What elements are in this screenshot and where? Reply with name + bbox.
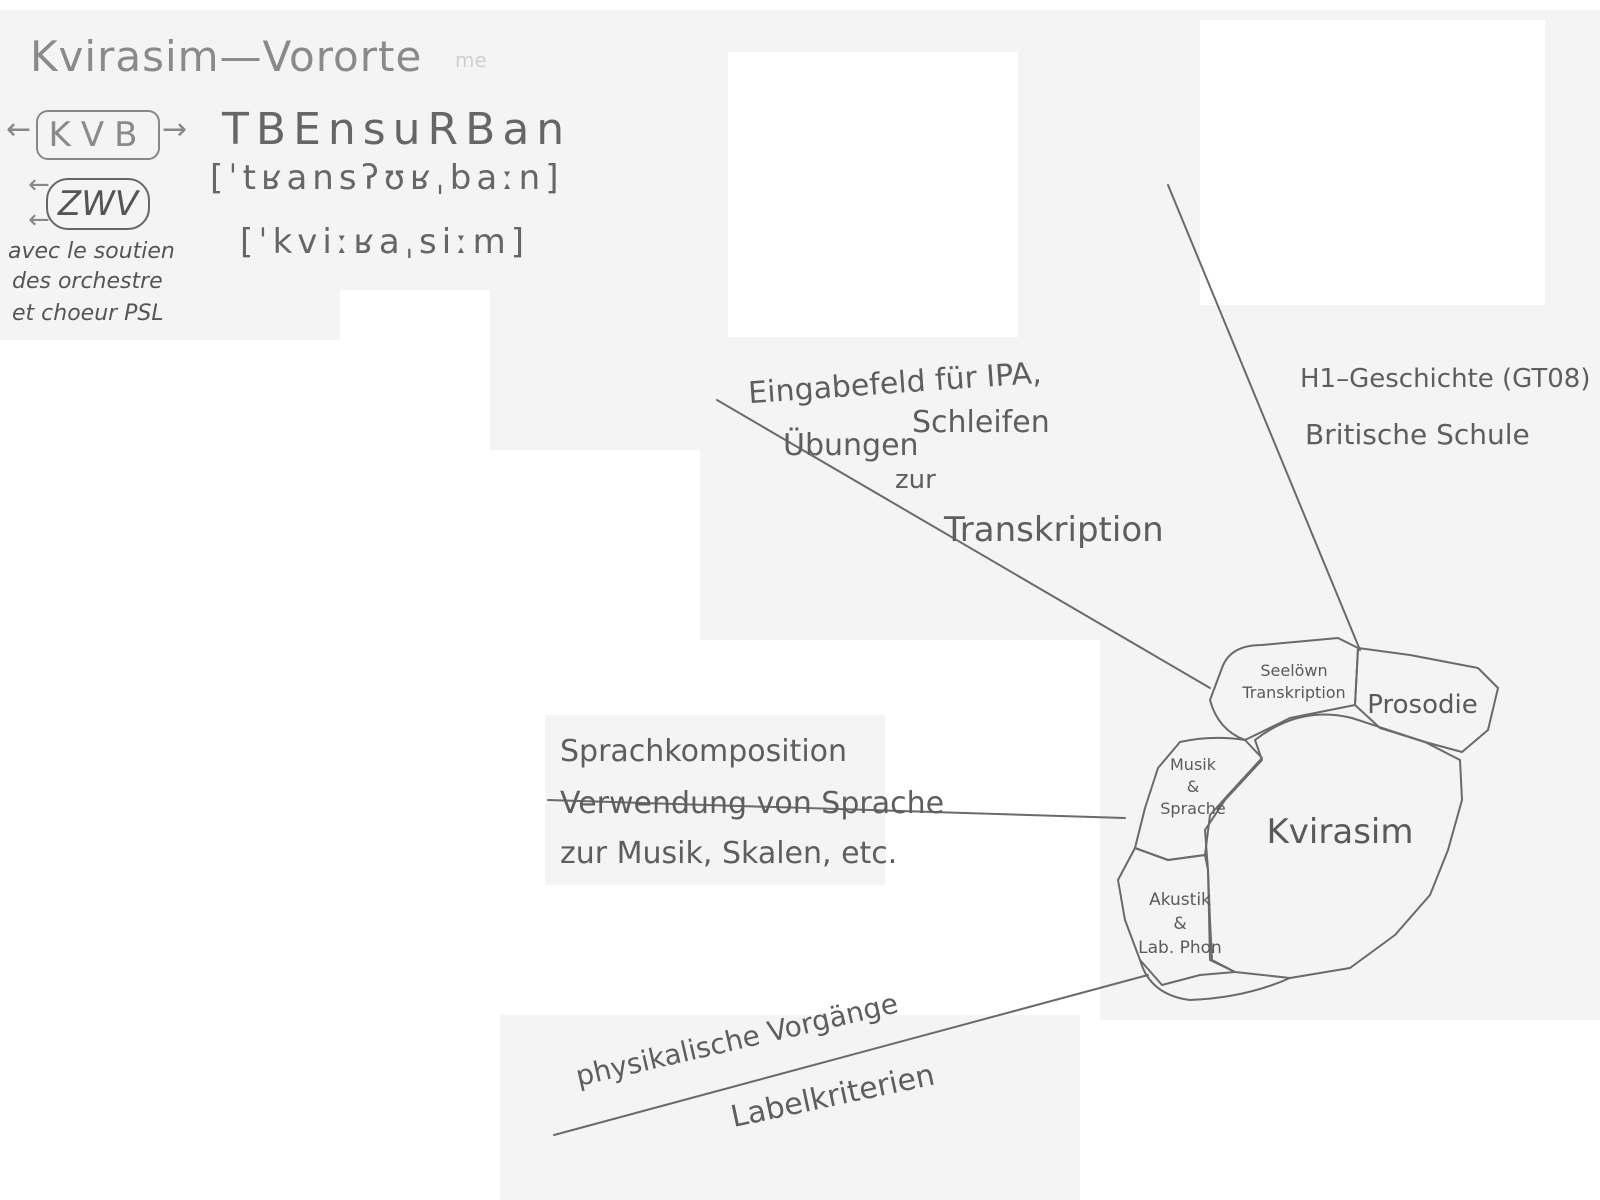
paper-scrap-bottom [500, 1015, 1080, 1200]
node-seeloewn-transkription: Seelöwn Transkription [1228, 660, 1360, 704]
composition-branch-line-3: zur Musik, Skalen, etc. [560, 836, 898, 871]
paper-scrap-right [1100, 440, 1600, 1020]
ipa-branch-line-3: Übungen [783, 428, 919, 463]
node-musik-line-3: Sprache [1160, 799, 1226, 818]
blank-cutout-2 [1200, 20, 1545, 305]
node-akustik-line-1: Akustik [1149, 890, 1211, 910]
node-musik-line-2: & [1186, 777, 1200, 796]
node-outline-seeloewn [1209, 637, 1359, 741]
node-prosodie: Prosodie [1367, 690, 1478, 720]
arrow-left-icon-3: ← [28, 205, 50, 235]
node-seeloewn-line-2: Transkription [1242, 683, 1346, 702]
node-kvirasim: Kvirasim [1266, 812, 1414, 852]
page-title: Kvirasim—Vororte [30, 32, 423, 81]
ipa-branch-line-4: zur [895, 465, 936, 495]
brand-ipa: [ˈtʁansʔʊʁˌbaːn] [210, 158, 564, 198]
node-musik-line-1: Musik [1170, 755, 1216, 774]
arrow-left-icon-2: ← [28, 170, 50, 200]
kvirasim-ipa: [ˈkviːʁaˌsiːm] [240, 222, 530, 262]
connector-history [1167, 184, 1361, 651]
kvb-logo: KVB [36, 110, 160, 160]
node-musik-sprache: Musik & Sprache [1148, 754, 1238, 820]
node-akustik: Akustik & Lab. Phon [1125, 888, 1235, 960]
zwv-logo: ZWV [46, 178, 150, 230]
node-outline-prosodie [1354, 647, 1499, 753]
ipa-branch-line-2: Schleifen [912, 405, 1050, 440]
connector-ipa [716, 399, 1211, 689]
support-line-3: et choeur PSL [12, 301, 164, 326]
connector-composition [547, 799, 1126, 819]
blank-cutout-3 [340, 290, 490, 350]
node-akustik-line-3: Lab. Phon [1138, 938, 1222, 958]
support-line-2: des orchestre [12, 269, 163, 294]
node-outline-musik [1134, 736, 1263, 861]
arrow-right-icon: → [162, 112, 188, 147]
composition-branch-line-1: Sprachkomposition [560, 734, 848, 769]
brand-name: TBEnsuRBan [222, 104, 572, 155]
node-seeloewn-line-1: Seelöwn [1260, 661, 1328, 680]
support-line-1: avec le soutien [8, 239, 175, 264]
node-outline-base [1139, 959, 1291, 1001]
history-branch-line-1: H1–Geschichte (GT08) [1300, 364, 1591, 394]
ipa-branch-line-5: Transkription [944, 510, 1164, 550]
connector-physics [553, 974, 1149, 1136]
paper-scrap-composition [545, 715, 885, 885]
history-branch-line-2: Britische Schule [1305, 418, 1530, 451]
ghost-text: me [455, 48, 487, 72]
arrow-left-icon: ← [6, 112, 32, 147]
node-akustik-line-2: & [1173, 914, 1187, 934]
node-outline-akustik [1117, 847, 1236, 986]
blank-cutout-1 [728, 52, 1018, 337]
composition-branch-line-2: Verwendung von Sprache [560, 786, 945, 821]
